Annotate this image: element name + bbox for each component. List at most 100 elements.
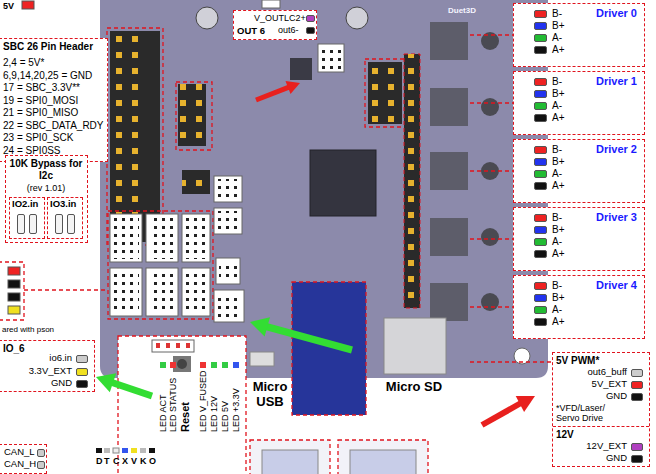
red-arrow-shaft [482,403,521,425]
inductor [481,228,499,246]
color-swatch [534,318,547,326]
connector-pins [185,217,207,259]
pin-label: out6_buff [588,367,627,378]
pin-label: 21 = SPI0_MISO [3,107,78,119]
red-arrow-head [286,81,301,94]
connector [214,290,244,322]
component [262,450,318,474]
connector-pins [217,211,239,231]
capacitor [346,7,368,29]
pin-label: A+ [552,180,565,192]
color-swatch [76,355,88,363]
pwm-callout: 5V PWM*out6_buff5V_EXTGND*VFD/Laser/ Ser… [552,352,650,467]
partial-callout [250,440,330,474]
color-swatch [29,214,37,234]
green-arrow-head [96,373,116,392]
pin-label: A+ [552,44,565,56]
sd-card-holder [384,318,446,374]
color-swatch [67,214,75,234]
leader-line [470,306,513,307]
led [211,362,217,368]
section-divider [553,426,649,427]
small-connector [152,340,194,352]
inductor [481,293,499,311]
connector-pin [156,343,160,348]
red-arrow-shaft [256,87,289,100]
driver-title: Driver 1 [596,75,637,88]
connector-pins [185,271,207,313]
pin-label: A- [552,236,562,248]
led-area-outline [118,336,246,474]
color-swatch [149,448,155,453]
color-swatch [131,448,137,453]
color-swatch [96,448,102,453]
driver-callout: Driver 3B-B+A-A+ [513,207,645,271]
color-swatch [631,393,643,401]
pin-label: B- [552,280,562,292]
header-outline [107,28,163,245]
callout-heading: IO_6 [3,343,25,355]
pin-label: V_OUTLC2+ [254,13,306,23]
pin-label: 19 = SPI0_MOSI [3,95,78,107]
header-pins [182,170,210,194]
pin-label: io6.in [49,353,72,364]
color-swatch [534,214,547,222]
partial-callout [0,262,24,320]
color-swatch [8,267,20,275]
pin-label: B+ [552,156,565,168]
header-outline [365,59,405,127]
pin-header-callout: SBC 26 Pin Header2,4 = 5V*6,9,14,20,25 =… [0,38,108,162]
leader-line [24,289,108,290]
inductor [481,98,499,116]
can-callout: CAN_LCAN_H [0,444,47,474]
color-swatch [76,380,88,388]
leader-line [470,170,513,171]
connector-pin [186,343,190,348]
header-pins [406,54,418,308]
led [160,362,166,368]
pin-label: A- [552,32,562,44]
led-label: LED +3.3V [231,388,241,432]
led-label: LED V_FUSED [198,370,208,432]
connector-pins [149,217,175,259]
color-swatch [140,448,146,453]
color-swatch [534,78,547,86]
pin-label: A+ [552,316,565,328]
color-swatch [8,280,20,288]
driver-callout: Driver 1B-B+A-A+ [513,71,645,135]
connector-pins [217,293,241,319]
pin-label: CAN_H [4,459,36,470]
pin-label: 5V_EXT [592,379,627,390]
green-arrow-shaft [266,327,352,351]
color-swatch [631,369,643,377]
silkscreen-label: Duet3D [448,6,476,15]
callout-heading: 10K Bypass for I2c [8,158,84,181]
driver-title: Driver 0 [596,7,637,20]
callout-heading: 5V PWM* [556,355,599,367]
pin-label: 23 = SPI0_SCK [3,132,73,144]
led-label: LED 12V [209,396,219,432]
color-swatch [631,381,643,389]
connector [146,214,178,262]
sbc-area-highlight [292,282,366,415]
connector-pins [113,271,139,313]
connector-pins [321,47,341,69]
green-arrow-shaft [112,383,152,397]
color-swatch [534,90,547,98]
color-swatch [534,46,547,54]
connector [110,268,142,316]
connector-pin [176,343,180,348]
reset-button-cap [177,359,187,369]
connector [182,268,210,316]
color-swatch [76,368,88,376]
leader-line [470,34,513,35]
pin-label: 5V [3,1,14,11]
connector [182,214,210,262]
color-swatch [534,182,547,190]
color-swatch [534,22,547,30]
jumper-header [182,170,210,194]
color-swatch [534,306,547,314]
pin-label: A- [552,168,562,180]
callout-heading: SBC 26 Pin Header [3,41,93,53]
